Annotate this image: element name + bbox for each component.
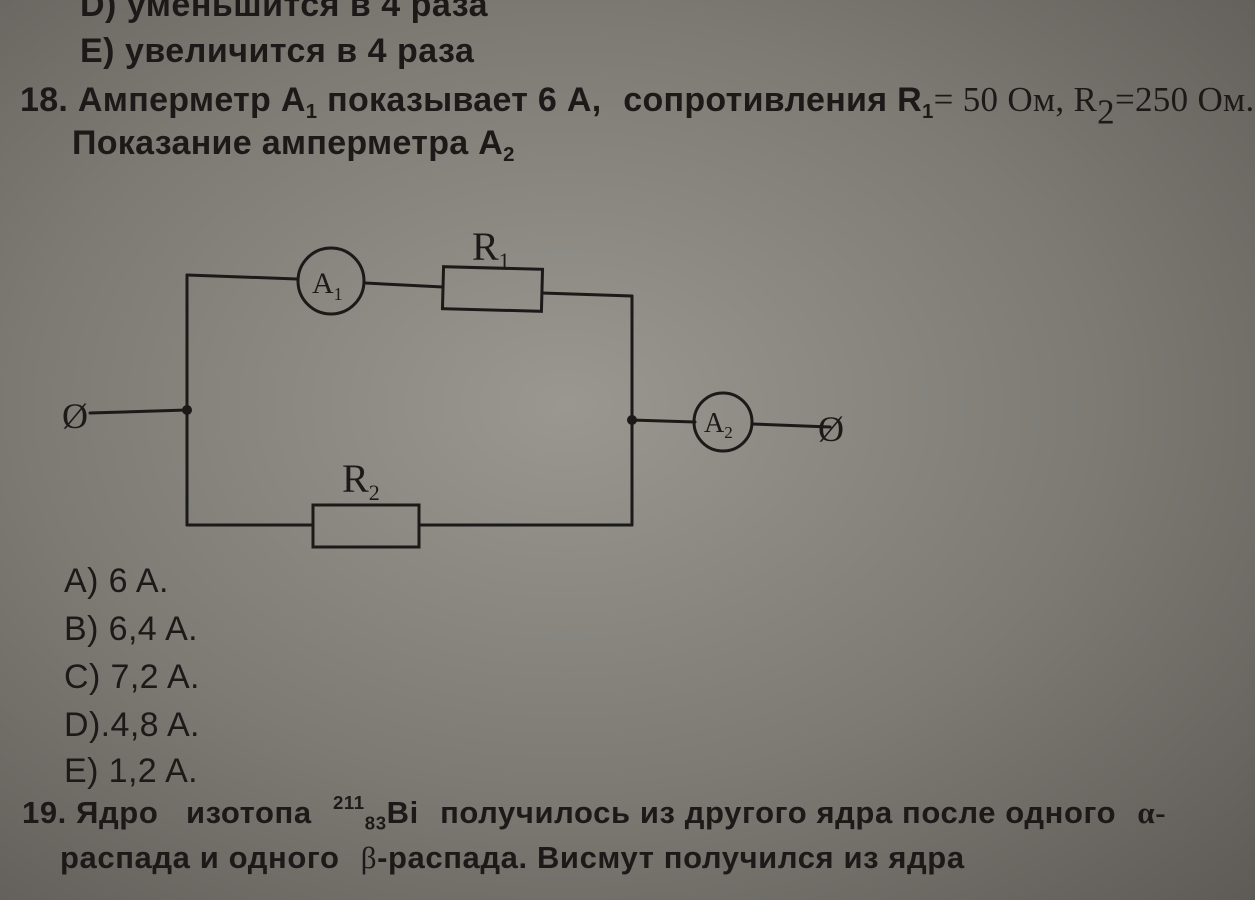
a2-label: A2: [704, 408, 733, 442]
r1-label: R1: [472, 224, 510, 273]
isotope-mass: 211: [332, 792, 365, 813]
junction-right: [627, 415, 637, 425]
answer-e: E) 1,2 A.: [64, 752, 199, 790]
question-19-line2-b: -распада. Висмут получился из ядра: [377, 840, 965, 875]
prev-option-d: D) уменьшится в 4 раза: [80, 0, 489, 24]
question-18-text-e: =250 Ом.: [1114, 80, 1255, 119]
terminal-left-icon: Ø: [62, 396, 88, 436]
wire-top-c: [540, 291, 634, 298]
question-18-text-a: Амперметр А: [77, 81, 306, 119]
question-19-number: 19.: [22, 794, 67, 830]
answer-a: A) 6 A.: [64, 562, 169, 600]
wire-left-input: [88, 408, 189, 415]
wire-output-b: [750, 422, 832, 429]
question-18-line2: Показание амперметра А2: [72, 124, 515, 167]
question-18-sub-c: 1: [921, 101, 934, 124]
ammeter-a2: [692, 391, 754, 453]
question-19-text-a: Ядро изотопа: [76, 794, 312, 830]
wire-output-a: [630, 418, 697, 424]
r2-label: R2: [342, 456, 380, 505]
resistor-r1: [440, 265, 545, 313]
wire-top-b: [363, 281, 445, 289]
question-18-text-b: показывает 6 А,: [317, 81, 602, 119]
alpha-symbol: α-: [1137, 794, 1167, 830]
question-18-number: 18.: [20, 81, 69, 119]
question-18-line2-sub: 2: [503, 144, 515, 167]
question-19-line2-a: распада и одного: [60, 840, 340, 875]
question-19-line2: распада и одного β-распада. Висмут получ…: [60, 840, 965, 876]
question-19-text-b: получилось из другого ядра после одного: [440, 794, 1117, 830]
question-18-line1: 18. Амперметр А1 показывает 6 А, сопроти…: [20, 80, 1255, 132]
answer-b: B) 6,4 A.: [64, 610, 199, 648]
circuit-diagram: R1 R2 A1 A2 Ø Ø: [62, 224, 844, 549]
wire-top-a: [185, 273, 299, 281]
answer-d: D).4,8 A.: [64, 706, 200, 744]
answer-c: C) 7,2 A.: [64, 658, 200, 696]
question-18-text-c: сопротивления R: [623, 81, 922, 119]
ammeter-a1: [296, 246, 366, 316]
question-18-sub-d: 2: [1097, 92, 1115, 132]
isotope-symbol: Bi: [386, 794, 419, 830]
beta-symbol: β: [360, 840, 378, 875]
question-18-line2-text: Показание амперметра А: [72, 124, 504, 162]
junction-left: [182, 405, 192, 415]
prev-option-e: E) увеличится в 4 раза: [80, 32, 475, 70]
resistor-r2: [311, 503, 421, 549]
terminal-right-icon: Ø: [818, 409, 844, 449]
a1-label: A1: [312, 267, 343, 304]
isotope-charge: 83: [364, 812, 387, 834]
textbook-page: D) уменьшится в 4 раза E) увеличится в 4…: [20, 0, 1254, 876]
question-19-line1: 19. Ядро изотопа 21183Bi получилось из д…: [22, 792, 1166, 834]
question-18-text-d: = 50 Ом, R: [933, 80, 1098, 119]
question-18-sub-a: 1: [305, 101, 318, 124]
